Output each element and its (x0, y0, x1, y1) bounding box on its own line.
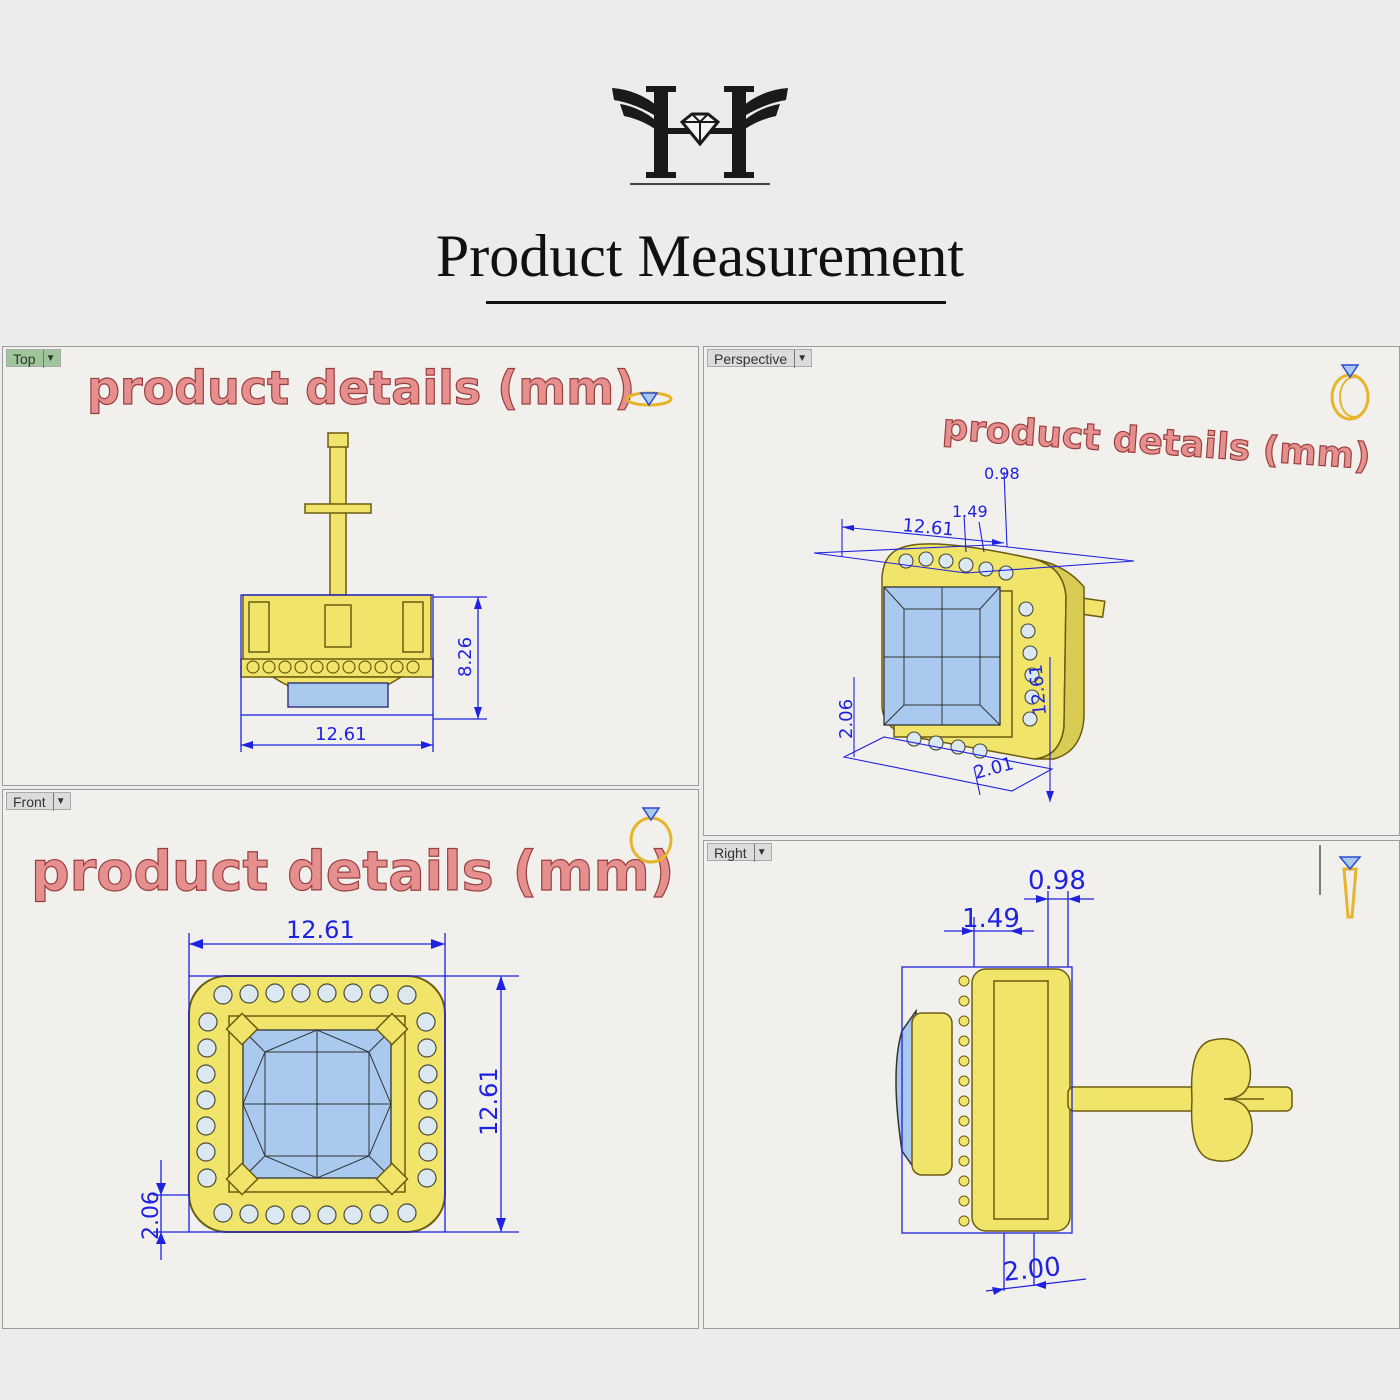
dim-c: 2.00 (1002, 1252, 1063, 1288)
dim-height: 8.26 (455, 637, 476, 677)
chevron-down-icon[interactable]: ▼ (753, 844, 767, 862)
viewport-top[interactable]: Top ▼ product details (mm) (2, 346, 699, 786)
dim-halo: 2.06 (139, 1191, 164, 1240)
title-underline (486, 301, 946, 304)
ring-icon (625, 391, 673, 407)
ring-icon (1319, 845, 1362, 919)
dim-b: 1.49 (952, 502, 988, 521)
chevron-down-icon[interactable]: ▼ (52, 793, 66, 811)
top-view-drawing: 12.61 8.26 (240, 432, 487, 752)
viewport-tab-right[interactable]: Right ▼ (707, 843, 772, 862)
dim-a: 0.98 (984, 464, 1020, 483)
product-details-label: product details (mm) (86, 360, 636, 415)
viewport-tab-perspective[interactable]: Perspective ▼ (707, 349, 813, 368)
viewport-tab-top[interactable]: Top ▼ (6, 349, 61, 368)
dim-width: 12.61 (286, 916, 355, 944)
perspective-view-drawing: 0.98 1.49 12.61 2.06 12.61 2.01 (813, 464, 1135, 802)
viewport-tab-label: Top (13, 351, 36, 367)
dim-d: 2.06 (836, 699, 857, 739)
dim-a: 0.98 (1028, 866, 1086, 896)
ring-icon (1330, 364, 1370, 421)
front-view-drawing: 12.61 12.61 2.06 (139, 916, 519, 1260)
dim-b: 1.49 (962, 904, 1020, 934)
page-title: Product Measurement (435, 223, 965, 289)
product-details-label: product details (mm) (30, 839, 675, 903)
chevron-down-icon[interactable]: ▼ (42, 350, 56, 368)
dim-width: 12.61 (315, 724, 367, 745)
brand-logo (612, 86, 788, 185)
viewport-tab-label: Right (714, 845, 747, 861)
dim-height: 12.61 (475, 1067, 503, 1136)
viewport-tab-label: Front (13, 794, 46, 810)
viewport-front[interactable]: Front ▼ product details (mm) (2, 789, 699, 1329)
viewport-tab-label: Perspective (714, 351, 788, 367)
chevron-down-icon[interactable]: ▼ (794, 350, 807, 368)
viewport-perspective[interactable]: Perspective ▼ product details (mm) (703, 346, 1400, 836)
dim-e: 12.61 (1026, 663, 1051, 716)
dim-c: 12.61 (902, 515, 955, 540)
right-view-drawing: 0.98 1.49 2.00 (895, 866, 1293, 1295)
viewport-tab-front[interactable]: Front ▼ (6, 792, 71, 811)
viewport-right[interactable]: Right ▼ (703, 840, 1400, 1329)
ring-icon (629, 807, 673, 864)
